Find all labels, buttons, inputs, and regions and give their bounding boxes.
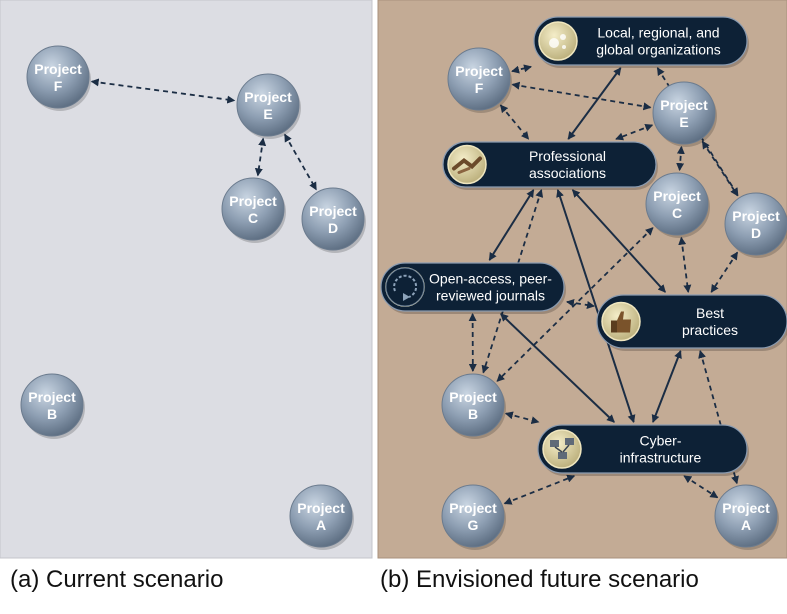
project-label: Project — [28, 389, 76, 405]
network-computers-icon — [542, 429, 582, 469]
panel-b-link-best-A — [698, 350, 739, 485]
project-id: B — [47, 406, 57, 422]
panel-b-link-journal-cyber — [500, 313, 615, 423]
resource-label: Best — [696, 305, 724, 321]
resource-label: infrastructure — [620, 450, 702, 466]
panel-b-link-cyber-A — [683, 475, 719, 499]
panel-b-link-E-D — [701, 140, 739, 197]
resource-label: Open-access, peer- — [429, 271, 552, 287]
project-label: Project — [244, 89, 292, 105]
project-id: B — [468, 406, 478, 422]
panel-b-link-E-prof — [615, 123, 654, 141]
project-label: Project — [653, 188, 701, 204]
resource-label: reviewed journals — [436, 288, 545, 304]
project-label: Project — [449, 500, 497, 516]
resource-label: practices — [682, 322, 738, 338]
resource-label: associations — [529, 165, 606, 181]
project-label: Project — [449, 389, 497, 405]
panel-b-link-B-cyber — [504, 411, 540, 425]
panel-b-link-org-prof — [567, 67, 622, 140]
caption-envisioned-future-scenario: (b) Envisioned future scenario — [380, 566, 699, 593]
project-id: D — [328, 220, 338, 236]
project-label: Project — [229, 193, 277, 209]
project-id: A — [741, 517, 751, 533]
globe-icon — [538, 21, 578, 61]
thumbs-up-icon — [601, 301, 641, 342]
project-label: Project — [722, 500, 770, 516]
project-id: C — [672, 205, 682, 221]
panel-a-link-F-E — [90, 78, 236, 104]
project-label: Project — [660, 97, 708, 113]
resource-node-cyber: Cyber-infrastructure — [537, 424, 749, 476]
panel-a-link-E-C — [254, 137, 267, 177]
panel-b-link-C-best — [678, 236, 692, 293]
refresh-arrow-icon — [385, 267, 425, 307]
caption-current-scenario: (a) Current scenario — [10, 566, 224, 593]
panel-b-link-best-cyber — [651, 350, 682, 423]
project-id: F — [54, 78, 63, 94]
handshake-icon — [447, 144, 487, 185]
project-label: Project — [297, 500, 345, 516]
panel-b-link-journal-best — [566, 298, 595, 309]
project-id: E — [679, 114, 688, 130]
panel-b-link-F-prof — [499, 104, 530, 140]
project-label: Project — [309, 203, 357, 219]
project-label: Project — [34, 61, 82, 77]
resource-label: Cyber- — [639, 433, 681, 449]
resource-label: Local, regional, and — [597, 25, 719, 41]
project-id: G — [468, 517, 479, 533]
panel-b-link-E-C — [676, 145, 685, 172]
project-id: F — [475, 80, 484, 96]
project-id: D — [751, 225, 761, 241]
panel-b-link-prof-B — [481, 189, 544, 374]
panel-b-link-F-org — [511, 64, 532, 74]
project-id: C — [248, 210, 258, 226]
panel-b-link-D-best — [710, 251, 739, 293]
project-label: Project — [455, 63, 503, 79]
resource-label: Professional — [529, 148, 606, 164]
project-label: Project — [732, 208, 780, 224]
project-id: A — [316, 517, 326, 533]
project-id: E — [263, 106, 272, 122]
panel-a-link-E-D — [284, 133, 317, 191]
resource-label: global organizations — [596, 42, 721, 58]
panel-b-link-G-cyber — [503, 474, 576, 505]
resource-node-journal: Open-access, peer-reviewed journals — [380, 262, 566, 314]
